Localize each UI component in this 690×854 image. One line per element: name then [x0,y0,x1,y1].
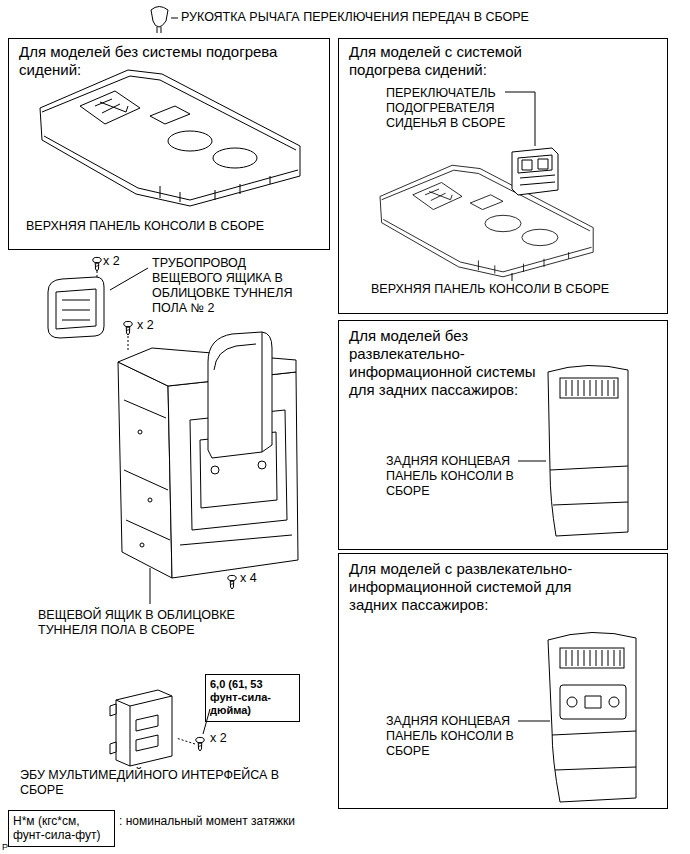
console-box [208,332,272,458]
rear-end-panel-rse [560,685,626,719]
rear-end-panel [566,380,614,396]
multimedia-ecu [116,690,172,766]
multimedia-ecu [110,690,210,766]
variant-box: Для моделей без развлекательно-информаци… [338,320,668,550]
rear-end-panel-rse [518,632,636,802]
quantity-label: x 2 [103,254,143,269]
variant-heading: Для моделей с системой подогрева сидений… [349,43,589,79]
duct [48,268,148,338]
console-box [148,498,152,502]
seat-heater-switch [512,273,513,281]
duct [48,277,104,338]
legend-text: : номинальный момент затяжки [119,814,319,828]
multimedia-ecu [176,738,195,744]
legend-box: Н*м (кгс*см, фунт-сила-фут) [8,810,115,847]
shift-knob [171,18,178,19]
quantity-label: x 2 [137,318,177,333]
rear-end-panel-rse [552,731,636,770]
variant-heading: Для моделей без системы подогрева сидени… [19,43,319,79]
console-box [128,336,129,352]
multimedia-ecu [110,704,116,754]
console-box [150,568,151,604]
part-label: ЭБУ МУЛЬТИМЕДИЙНОГО ИНТЕРФЕЙСА В СБОРЕ [20,768,312,798]
quantity-label: x 4 [240,571,280,586]
part-label: ВЕЩЕВОЙ ЯЩИК В ОБЛИЦОВКЕ ТУННЕЛЯ ПОЛА В … [38,608,288,638]
shift-knob [157,27,161,33]
console-box [211,466,219,474]
variant-box: Для моделей с развлекательно-информацион… [338,553,668,809]
quantity-label: x 2 [210,731,250,746]
parts-illustration [40,70,300,206]
rear-end-panel-rse [518,721,550,722]
part-label: ЗАДНЯЯ КОНЦЕВАЯ ПАНЕЛЬ КОНСОЛИ В СБОРЕ [386,454,531,499]
multimedia-ecu [136,715,158,751]
part-label: ЗАДНЯЯ КОНЦЕВАЯ ПАНЕЛЬ КОНСОЛИ В СБОРЕ [386,714,531,759]
variant-box: Для моделей без системы подогрева сидени… [8,38,330,250]
torque-box: 6,0 (61, 53 фунт-сила-дюйма) [205,674,300,722]
page-marker: P [2,842,22,853]
rear-end-panel-rse [548,632,636,802]
seat-heater-switch [512,148,558,195]
rear-end-panel [560,378,618,398]
console-box [180,535,292,545]
rear-end-panel-rse [566,650,620,666]
part-label: ПЕРЕКЛЮЧАТЕЛЬ ПОДОГРЕВАТЕЛЯ СИДЕНЬЯ В СБ… [386,86,531,131]
part-label: ВЕРХНЯЯ ПАНЕЛЬ КОНСОЛИ В СБОРЕ [26,219,321,234]
seat-heater-switch [505,92,535,146]
parts-illustration [93,257,101,271]
rear-end-panel [548,365,628,536]
variant-heading: Для моделей с развлекательно-информацион… [349,560,604,614]
rear-end-panel-rse [567,697,577,707]
part-label: РУКОЯТКА РЫЧАГА ПЕРЕКЛЮЧЕНИЯ ПЕРЕДАЧ В С… [181,10,681,25]
duct [110,268,148,290]
console-box [118,362,172,578]
parts-illustration [228,575,236,589]
duct [56,289,96,329]
console-box [118,332,298,604]
duct [97,271,98,277]
parts-illustration [196,737,204,751]
shift-knob [151,7,168,28]
rear-end-panel-rse [609,697,619,707]
console-box [140,543,144,547]
rear-end-panel [518,461,546,462]
console-box [214,344,256,370]
console-box [258,461,266,469]
rear-end-panel [550,466,628,505]
rear-end-panel-rse [585,696,601,708]
rear-end-panel-rse [560,648,624,668]
seat-heater-switch [505,92,558,281]
console-box [138,430,142,434]
torque-unit: Н*м (кгс*см, фунт-сила-фут) [13,814,111,843]
shift-knob [151,7,178,34]
multimedia-ecu [116,696,172,766]
variant-heading: Для моделей без развлекательно-информаци… [349,327,539,399]
seat-heater-switch [518,155,552,173]
part-label: ВЕРХНЯЯ ПАНЕЛЬ КОНСОЛИ В СБОРЕ [371,282,663,297]
seat-heater-switch [522,159,548,170]
part-label: ТРУБОПРОВОД ВЕЩЕВОГО ЯЩИКА В ОБЛИЦОВКЕ Т… [152,256,307,316]
variant-box: Для моделей с системой подогрева сидений… [338,38,668,314]
console-box [124,400,170,540]
duct [62,300,90,320]
parts-illustration [380,165,593,277]
parts-illustration [124,321,132,335]
console-box [262,332,263,452]
torque-value: 6,0 (61, 53 фунт-сила-дюйма) [210,678,296,718]
seat-heater-switch [520,175,555,185]
rear-end-panel [518,365,628,536]
